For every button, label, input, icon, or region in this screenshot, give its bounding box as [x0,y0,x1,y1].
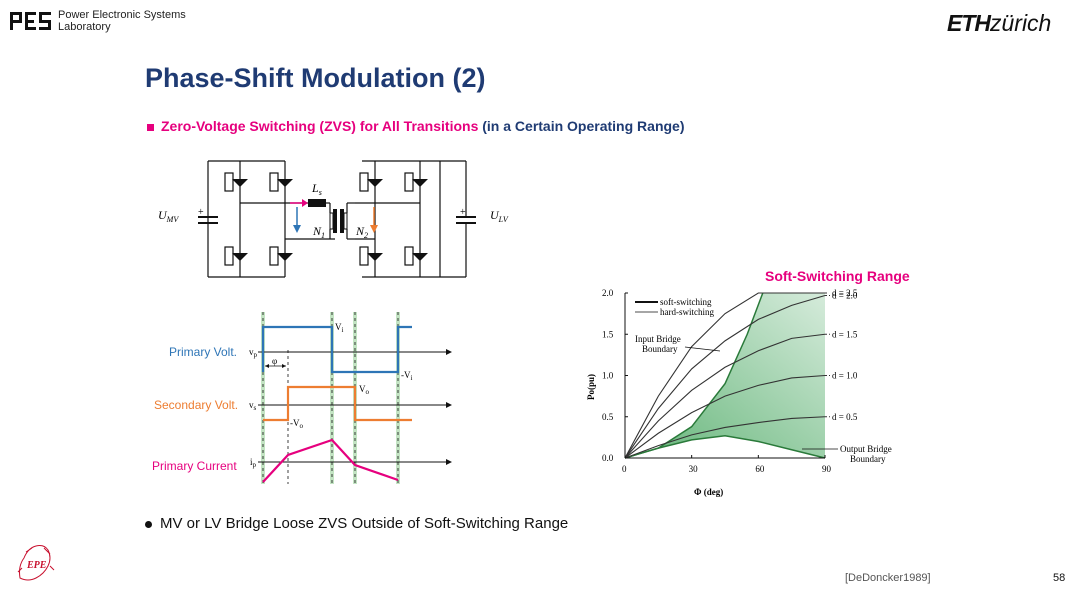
series-label-4: d = 0.5 [832,412,858,422]
vp-label: vp [249,347,258,359]
neg-vo-label: -Vo [290,418,304,430]
n2-label: N2 [355,224,368,240]
x-tick-3: 90 [822,464,832,474]
chart-ylabel: Po(pu) [586,374,596,400]
chart-title: Soft-Switching Range [765,268,910,284]
page-number: 58 [1053,572,1066,584]
legend-soft: soft-switching [660,297,712,307]
round-bullet-icon [145,520,152,528]
chart-series: d = 2.5d = 2.0 d = 1.5 d = 1.0 d = 0.5 [624,288,858,459]
bullet-loose-zvs-text: MV or LV Bridge Loose ZVS Outside of Sof… [160,515,569,532]
series-label-2: d = 1.5 [832,329,858,339]
u-lv-label: ULV [490,208,509,224]
phi-label: φ [272,356,277,366]
series-label-1: d = 2.0 [832,290,858,300]
y-tick-2: 1.0 [602,371,614,381]
series-line-0 [624,292,825,459]
series-line-2 [624,333,826,459]
lab-name: Power Electronic Systems Laboratory [58,9,186,33]
y-tick-1: 0.5 [602,412,614,422]
primary-volt-label: Primary Volt. [169,345,237,359]
pes-logo [10,12,51,30]
x-tick-2: 60 [755,464,765,474]
lv-plus: + [460,207,466,218]
output-bridge-boundary [624,434,826,459]
slide-title: Phase-Shift Modulation (2) [145,63,486,93]
series-label-0: d = 2.5 [832,288,858,298]
square-bullet-icon [147,123,154,131]
soft-switching-region [624,292,826,459]
ip-label: ip [250,457,257,469]
bullet-zvs: Zero-Voltage Switching (ZVS) for All Tra… [147,118,685,134]
citation: [DeDoncker1989] [845,572,931,584]
series-label-3: d = 1.0 [832,371,858,381]
series-line-1 [624,294,826,459]
svg-text:EPE: EPE [26,560,47,571]
annot-input-bridge-1: Input Bridge [635,334,681,344]
eth-logo-bold: ETH [947,10,991,36]
annot-output-bridge-1: Output Bridge [840,444,892,454]
eth-logo-light: zürich [990,10,1052,36]
series-line-4 [624,416,826,459]
bullet-loose-zvs: MV or LV Bridge Loose ZVS Outside of Sof… [145,515,568,532]
chart-xlabel: Φ (deg) [694,487,723,497]
y-tick-3: 1.5 [602,329,614,339]
chart-ticks: 0 30 60 90 0.0 0.5 1.0 1.5 2.0 [602,288,832,474]
series-line-3 [624,374,826,459]
annot-output-bridge-2: Boundary [850,454,886,464]
n1-label: N1 [312,224,325,240]
waveforms: Primary Volt. Secondary Volt. Primary Cu… [152,312,452,484]
x-tick-0: 0 [622,464,627,474]
soft-switching-region-fill [625,293,825,458]
epe-logo: EPE [17,545,55,581]
legend-hard: hard-switching [660,307,714,317]
ls-label: Ls [311,181,322,197]
eth-logo: ETHzürich [947,10,1051,37]
vo-label: Vo [359,384,370,396]
lab-name-line1: Power Electronic Systems [58,9,186,21]
soft-switching-chart: d = 2.5d = 2.0 d = 1.5 d = 1.0 d = 0.5 0 30 6… [586,288,892,497]
y-tick-0: 0.0 [602,453,614,463]
primary-current-label: Primary Current [152,459,237,473]
bullet-zvs-highlight: Zero-Voltage Switching (ZVS) for All Tra… [161,118,479,134]
chart-legend: soft-switching hard-switching [635,297,714,317]
bullet-zvs-rest: (in a Certain Operating Range) [478,118,685,134]
vi-label: Vi [335,322,344,334]
vs-label: vs [249,400,257,412]
lab-name-line2: Laboratory [58,21,111,33]
neg-vi-label: -Vi [401,370,413,382]
mv-plus: + [198,207,204,218]
dab-circuit: UMV ULV Ls N1 N2 + + [158,160,509,278]
annot-input-bridge-2: Boundary [642,344,678,354]
x-tick-1: 30 [689,464,699,474]
secondary-volt-label: Secondary Volt. [154,398,238,412]
u-mv-label: UMV [158,208,179,224]
y-tick-4: 2.0 [602,288,614,298]
